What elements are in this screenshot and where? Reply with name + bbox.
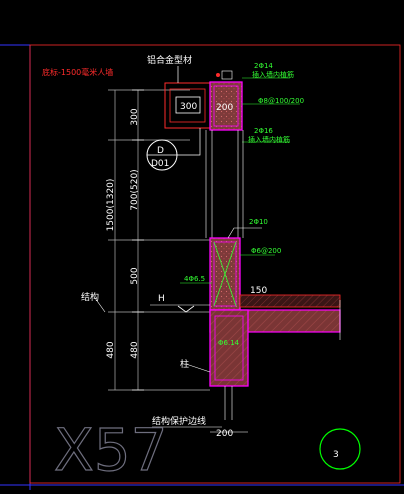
rebar-box-1: [221, 70, 233, 80]
section-ref-circle[interactable]: D D01: [146, 139, 178, 171]
coping-dim-200: 200: [216, 103, 233, 113]
stirrup-mid: Φ6@200: [251, 247, 281, 255]
leader-structure: [94, 297, 106, 313]
dim-500: 500: [130, 267, 140, 284]
h-label: H: [158, 294, 165, 304]
rebar-diag-label: 4Φ6.5: [184, 275, 205, 283]
rebar-top-1-note: 插入墙内植筋: [252, 70, 294, 79]
lower-beam: [209, 309, 249, 387]
detail-number: 3: [333, 450, 339, 460]
sheet-code: X57: [54, 416, 168, 484]
floor-finish: [239, 294, 341, 308]
dim-480-a: 480: [106, 341, 116, 358]
structure-label: 结构: [81, 291, 99, 303]
lower-beam-stirrup: [214, 315, 244, 381]
detail-number-circle[interactable]: [319, 428, 361, 470]
rebar-top-2: 2Φ16: [254, 127, 273, 135]
small-label: Φ6.14: [218, 339, 240, 347]
stirrup-top: Φ8@100/200: [258, 97, 304, 105]
rebar-dot-1: [216, 73, 220, 77]
dim-300: 300: [130, 108, 140, 125]
column-note: 柱: [180, 358, 189, 370]
block-dim-300: 300: [180, 102, 197, 112]
title-note: 底标-1500毫米人墙: [42, 67, 113, 77]
bottom-dim: 200: [216, 429, 233, 439]
rebar-top-2-note: 插入墙内植筋: [248, 135, 290, 144]
frame-red: [29, 44, 401, 484]
rebar-mid-1: 2Φ10: [249, 218, 268, 226]
dim-480-b: 480: [130, 341, 140, 358]
dim-700: 700(520): [130, 169, 140, 210]
section-ref-top: D: [157, 146, 164, 156]
wall-stirrup: [213, 241, 237, 307]
rebar-diag-2: [213, 241, 237, 307]
level-mark-icon: [177, 305, 195, 313]
leader-section-ref: [177, 128, 201, 156]
coping-stirrup: [213, 85, 239, 127]
dimension-chain: [108, 89, 210, 391]
section-ref-bottom: D01: [151, 159, 169, 169]
coping-beam: [209, 81, 243, 131]
rebar-top-1: 2Φ14: [254, 62, 273, 70]
dim-1500: 1500(1320): [106, 179, 116, 232]
slab-note: 150: [250, 286, 267, 296]
aluminum-profile-label: 铝合金型材: [147, 54, 192, 66]
wall-line-label: 结构保护边线: [152, 415, 206, 427]
glazing-lines: [205, 130, 244, 238]
leader-column: [185, 363, 211, 373]
leader-rebar-mid: [227, 227, 262, 239]
